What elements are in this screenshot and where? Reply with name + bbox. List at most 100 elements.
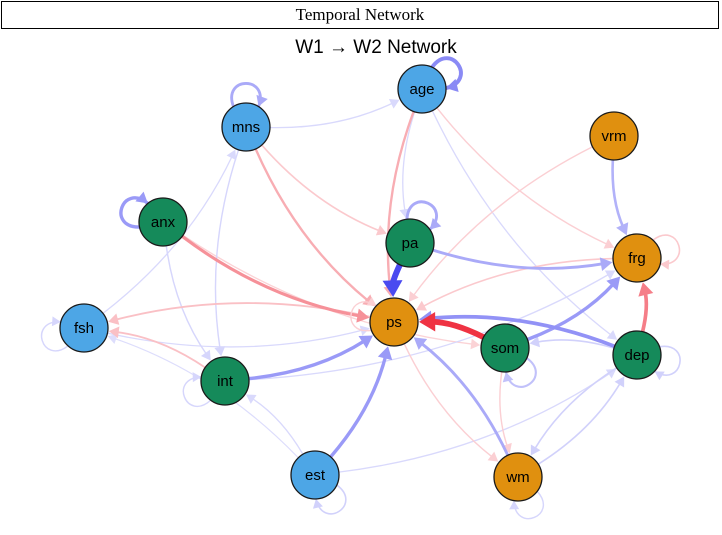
edge-som-to-wm	[499, 371, 509, 448]
edge-est-to-ps	[329, 354, 388, 458]
edge-mns-to-age	[269, 102, 395, 129]
node-ps[interactable]: ps	[369, 297, 419, 347]
arrowhead-anx-to-int	[200, 349, 211, 361]
edge-dep-to-ps	[427, 314, 616, 349]
arrowhead-dep-to-frg	[638, 282, 654, 297]
arrowhead-age-to-frg	[603, 238, 615, 249]
node-label-anx: anx	[151, 214, 176, 231]
edge-mns-to-ps	[254, 148, 370, 303]
self-loop-arrowhead-fsh	[51, 316, 61, 327]
node-label-dep: dep	[624, 347, 649, 364]
self-loop-arrowhead-anx	[135, 191, 148, 204]
node-circle-wm	[493, 452, 543, 502]
node-circle-anx	[138, 197, 188, 247]
edge-vrm-to-frg	[611, 159, 625, 229]
edge-est-to-int	[251, 397, 304, 455]
node-label-int: int	[217, 373, 234, 390]
node-circle-age	[397, 64, 447, 114]
node-label-ps: ps	[386, 314, 402, 331]
node-som[interactable]: som	[480, 323, 530, 373]
edge-som-to-ps	[430, 318, 485, 340]
edge-ps-to-wm	[403, 343, 494, 459]
self-loop-int	[182, 376, 212, 408]
self-loop-arrowhead-som	[502, 371, 514, 383]
edge-pa-to-frg	[432, 248, 605, 270]
node-label-age: age	[409, 81, 434, 98]
edge-age-to-ps	[386, 111, 415, 290]
node-mns[interactable]: mns	[221, 102, 271, 152]
self-loop-arrowhead-mns	[256, 94, 268, 107]
arrowhead-mns-to-int	[214, 346, 226, 357]
node-label-vrm: vrm	[602, 128, 627, 145]
arrowhead-est-to-int	[246, 394, 257, 404]
arrowhead-anx-to-som	[470, 338, 481, 350]
node-label-est: est	[305, 467, 326, 484]
node-label-som: som	[491, 340, 519, 357]
node-dep[interactable]: dep	[612, 330, 662, 380]
edge-dep-to-frg	[640, 290, 649, 333]
edge-anx-to-int	[165, 245, 208, 356]
edge-wm-to-ps	[419, 341, 510, 456]
node-pa[interactable]: pa	[385, 218, 435, 268]
arrowhead-wm-to-ps	[413, 337, 428, 350]
edge-mns-to-int	[214, 149, 240, 350]
arrowhead-int-to-frg	[604, 270, 616, 280]
node-label-mns: mns	[232, 119, 260, 136]
self-loop-arrowhead-wm	[509, 500, 520, 510]
edges-layer	[41, 56, 681, 520]
edge-int-to-ps	[248, 338, 367, 381]
edge-est-to-dep	[338, 371, 612, 473]
arrowhead-anx-to-ps	[356, 308, 370, 323]
arrowhead-frg-to-ps	[416, 300, 428, 311]
self-loop-arrowhead-pa	[429, 217, 442, 230]
arrowhead-est-to-fsh	[107, 334, 118, 344]
arrowhead-fsh-to-mns	[226, 149, 237, 161]
node-est[interactable]: est	[290, 450, 340, 500]
arrowhead-vrm-to-frg	[616, 222, 629, 236]
network-title: W1 → W2 Network	[295, 37, 457, 58]
edge-dep-to-som	[535, 339, 615, 349]
arrowhead-ps-to-fsh	[108, 313, 120, 325]
nodes-layer: age mns vrm anx pa frg fsh ps som dep int est wm	[59, 64, 662, 502]
arrowhead-ps-to-wm	[487, 451, 499, 462]
edge-mns-to-pa	[261, 144, 381, 232]
edge-vrm-to-ps	[412, 146, 593, 298]
self-loop-arrowhead-int	[192, 372, 202, 383]
self-loop-fsh	[41, 321, 69, 352]
node-label-wm: wm	[505, 469, 529, 486]
edge-dep-to-wm	[533, 367, 618, 451]
self-loop-arrowhead-age	[445, 78, 459, 93]
self-loop-arrowhead-ps	[366, 296, 377, 306]
arrowhead-wm-to-dep	[614, 376, 625, 388]
node-label-pa: pa	[402, 235, 419, 252]
edge-wm-to-dep	[537, 381, 622, 465]
node-circle-dep	[612, 330, 662, 380]
node-wm[interactable]: wm	[493, 452, 543, 502]
node-circle-vrm	[589, 111, 639, 161]
node-anx[interactable]: anx	[138, 197, 188, 247]
node-circle-est	[290, 450, 340, 500]
edge-int-to-fsh	[115, 331, 206, 369]
node-fsh[interactable]: fsh	[59, 303, 109, 353]
arrowhead-pa-to-frg	[599, 257, 613, 271]
arrowhead-est-to-dep	[605, 368, 617, 379]
node-label-frg: frg	[628, 250, 646, 267]
edge-som-to-frg	[526, 281, 616, 342]
arrowhead-som-to-ps	[418, 312, 436, 332]
figure-header: Temporal Network	[1, 1, 719, 29]
self-loop-arrowhead-dep	[654, 371, 665, 381]
node-circle-pa	[385, 218, 435, 268]
arrowhead-int-to-ps	[358, 335, 373, 349]
arrowhead-som-to-frg	[606, 276, 621, 291]
edge-fsh-to-ps	[107, 329, 364, 348]
arrowhead-mns-to-pa	[375, 225, 387, 236]
arrowhead-mns-to-age	[388, 98, 400, 109]
node-frg[interactable]: frg	[612, 233, 662, 283]
node-vrm[interactable]: vrm	[589, 111, 639, 161]
arrowhead-som-to-wm	[501, 442, 512, 454]
header-title: Temporal Network	[295, 5, 425, 24]
node-int[interactable]: int	[200, 356, 250, 406]
node-label-fsh: fsh	[74, 320, 94, 337]
node-age[interactable]: age	[397, 64, 447, 114]
